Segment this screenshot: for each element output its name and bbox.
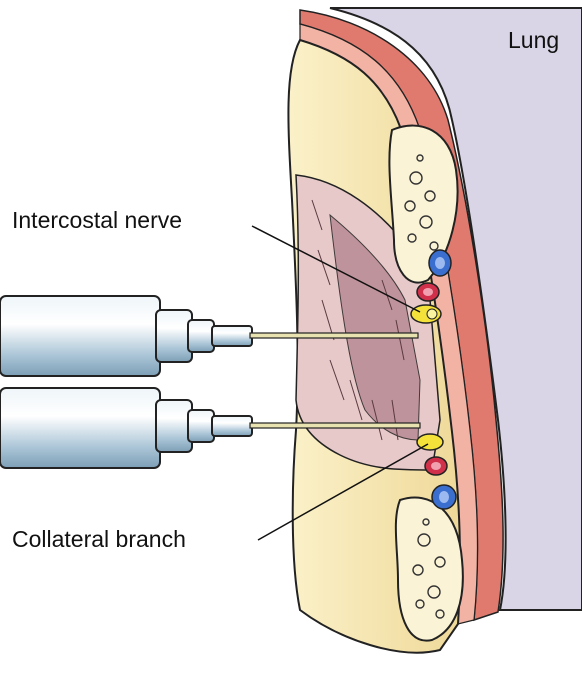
lung-label: Lung <box>508 27 559 54</box>
needle-lower <box>250 423 420 428</box>
collateral-branch-label: Collateral branch <box>12 526 186 553</box>
intercostal-nerve-label: Intercostal nerve <box>12 207 182 234</box>
needle-upper <box>250 333 418 338</box>
